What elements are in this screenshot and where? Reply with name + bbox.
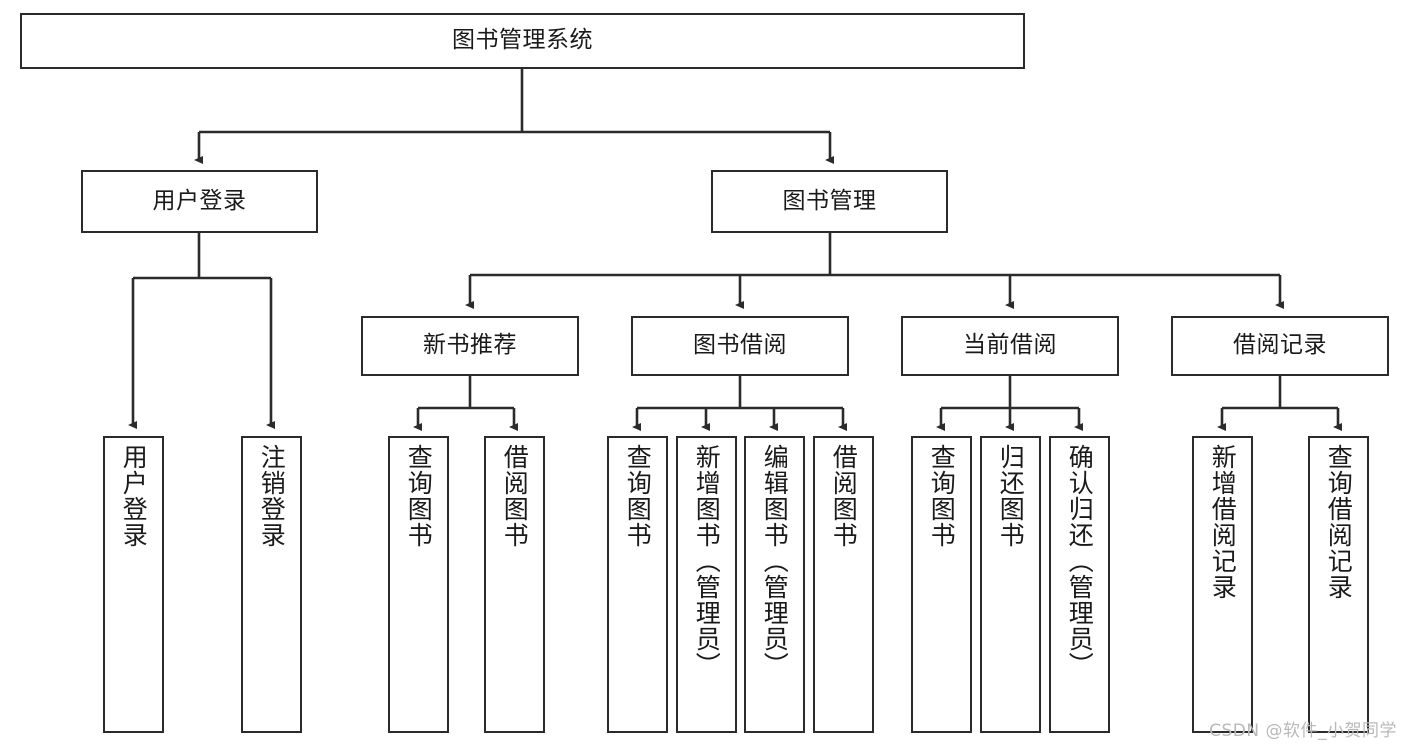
leaf-return-books[interactable]: 归还图书: [980, 436, 1041, 733]
node-borrow-record[interactable]: 借阅记录: [1171, 316, 1389, 376]
leaf-query-books-borrow-label: 查询图书: [623, 444, 653, 548]
node-user-login[interactable]: 用户登录: [81, 170, 318, 233]
node-user-login-label: 用户登录: [152, 187, 247, 214]
leaf-user-login[interactable]: 用户登录: [103, 436, 164, 733]
leaf-return-books-label: 归还图书: [996, 444, 1026, 548]
leaf-query-borrow-record[interactable]: 查询借阅记录: [1308, 436, 1369, 733]
node-new-book-recommend-label: 新书推荐: [423, 332, 517, 359]
node-root[interactable]: 图书管理系统: [20, 13, 1025, 69]
leaf-borrow-books-recommend[interactable]: 借阅图书: [484, 436, 545, 733]
leaf-query-books-recommend-label: 查询图书: [404, 444, 434, 548]
node-borrow-record-label: 借阅记录: [1233, 332, 1327, 359]
leaf-confirm-return-admin[interactable]: 确认归还（管理员）: [1049, 436, 1110, 733]
leaf-add-borrow-record-label: 新增借阅记录: [1208, 444, 1238, 600]
node-book-borrow-label: 图书借阅: [693, 332, 787, 359]
leaf-logout-label: 注销登录: [257, 444, 287, 548]
node-book-management-label: 图书管理: [782, 187, 877, 214]
leaf-add-book-admin[interactable]: 新增图书（管理员）: [676, 436, 737, 733]
node-current-borrow-label: 当前借阅: [963, 332, 1057, 359]
leaf-add-borrow-record[interactable]: 新增借阅记录: [1192, 436, 1253, 733]
leaf-add-book-admin-label: 新增图书（管理员）: [692, 444, 722, 678]
csdn-watermark: CSDN @软件_小贺同学: [1209, 721, 1397, 741]
leaf-borrow-books-borrow[interactable]: 借阅图书: [813, 436, 874, 733]
leaf-borrow-books-borrow-label: 借阅图书: [829, 444, 859, 548]
leaf-query-books-borrow[interactable]: 查询图书: [607, 436, 668, 733]
leaf-confirm-return-admin-label: 确认归还（管理员）: [1065, 444, 1095, 678]
node-book-management[interactable]: 图书管理: [711, 170, 948, 233]
leaf-logout[interactable]: 注销登录: [241, 436, 302, 733]
node-new-book-recommend[interactable]: 新书推荐: [361, 316, 579, 376]
leaf-query-books-current[interactable]: 查询图书: [911, 436, 972, 733]
node-book-borrow[interactable]: 图书借阅: [631, 316, 849, 376]
leaf-borrow-books-recommend-label: 借阅图书: [500, 444, 530, 548]
leaf-edit-book-admin[interactable]: 编辑图书（管理员）: [744, 436, 805, 733]
leaf-query-books-recommend[interactable]: 查询图书: [388, 436, 449, 733]
leaf-user-login-label: 用户登录: [119, 444, 149, 548]
leaf-query-books-current-label: 查询图书: [927, 444, 957, 548]
node-root-label: 图书管理系统: [452, 27, 593, 54]
node-current-borrow[interactable]: 当前借阅: [901, 316, 1119, 376]
leaf-edit-book-admin-label: 编辑图书（管理员）: [760, 444, 790, 678]
leaf-query-borrow-record-label: 查询借阅记录: [1324, 444, 1354, 600]
